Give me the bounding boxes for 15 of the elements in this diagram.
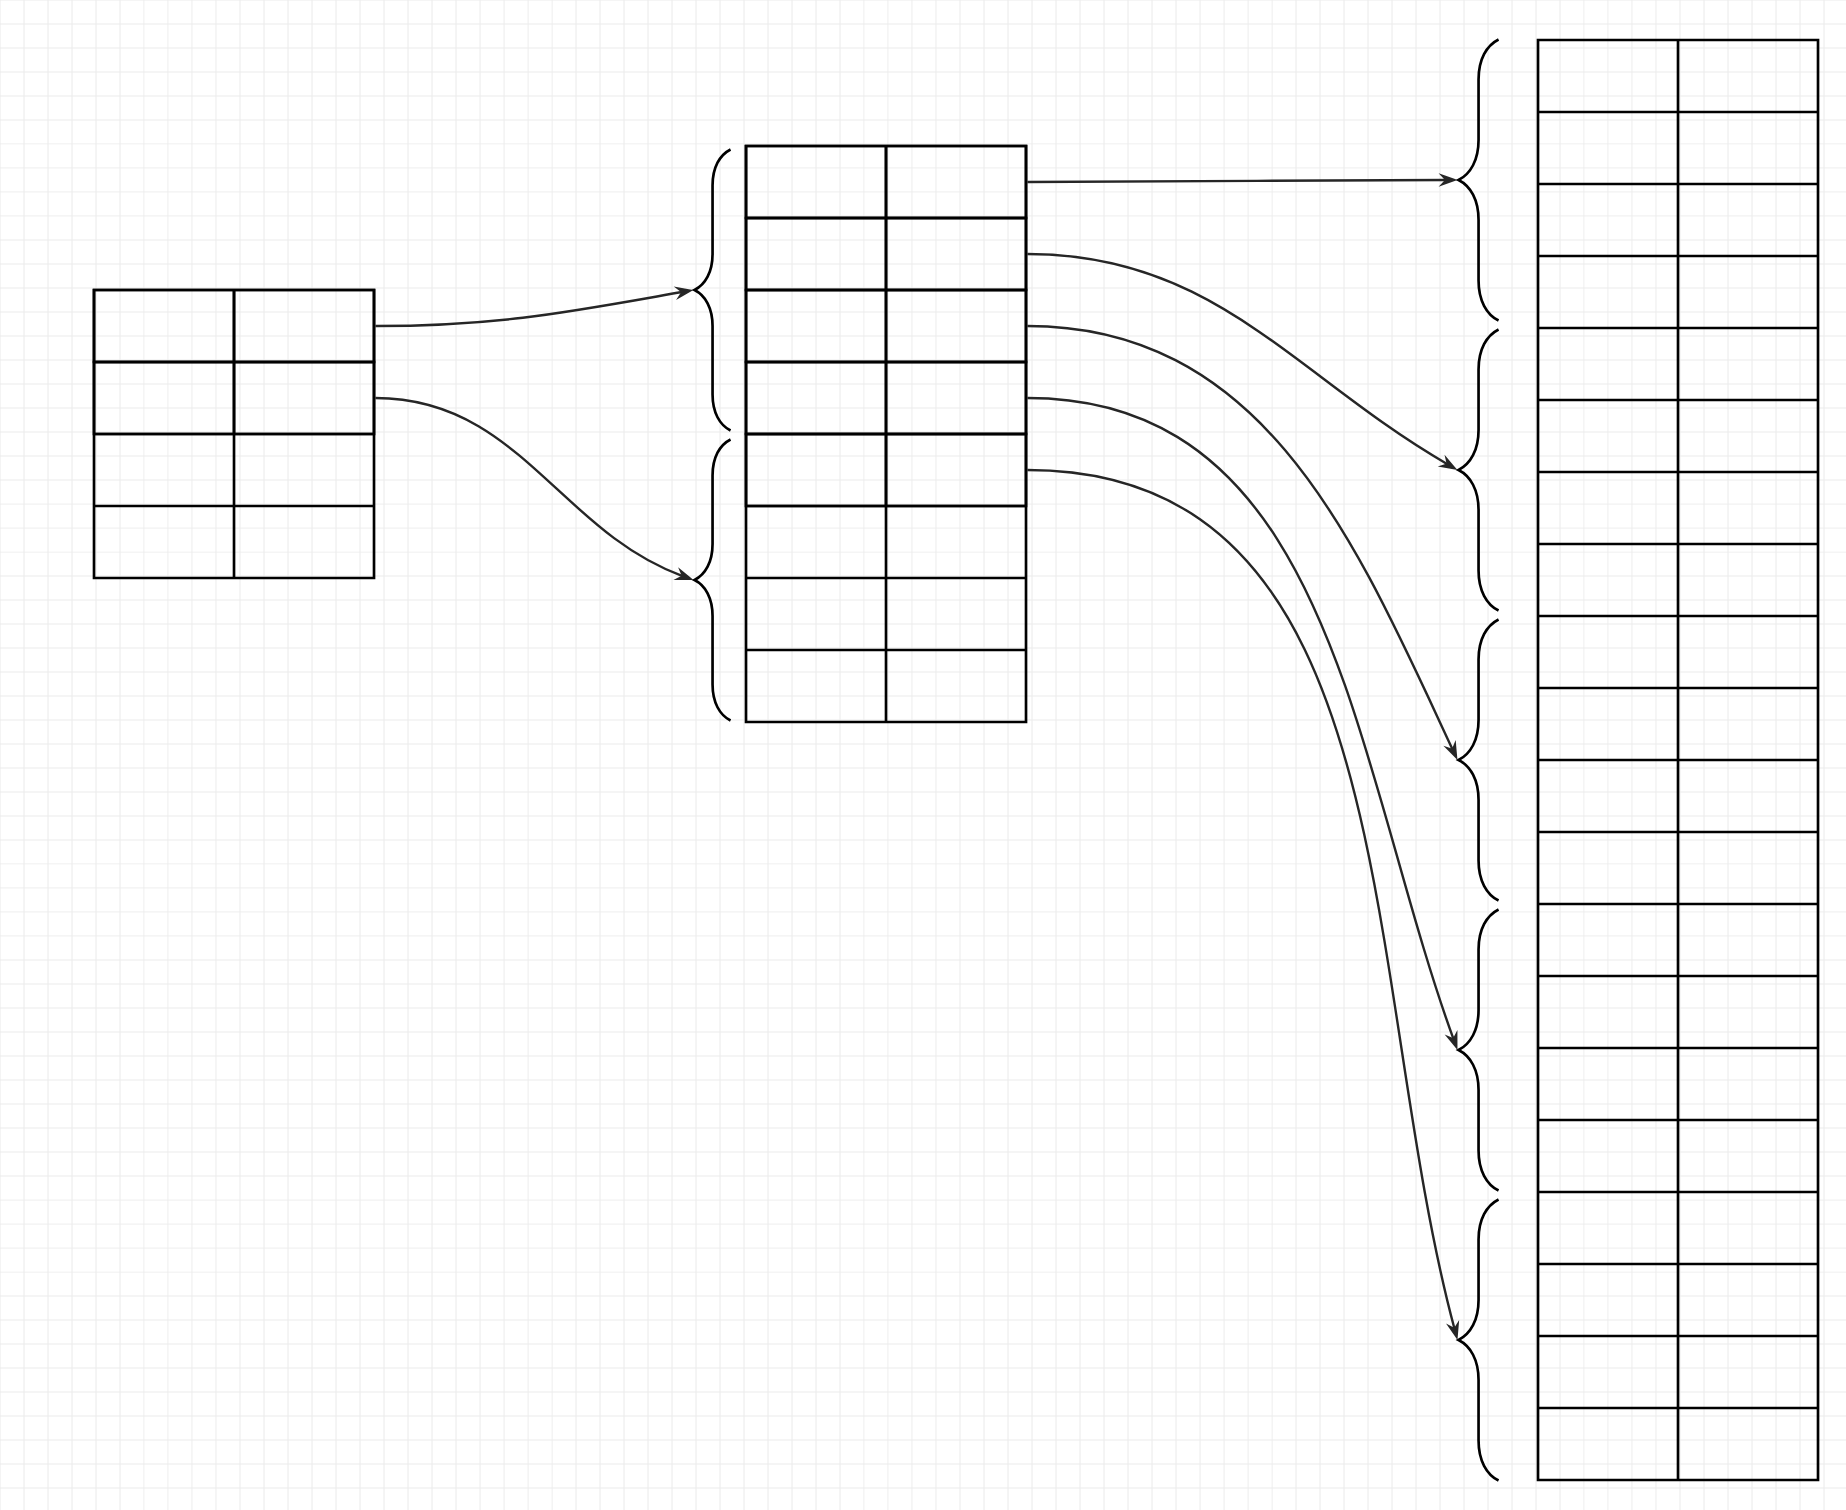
curly-brace [693, 438, 732, 722]
table-row [744, 360, 1028, 436]
table-row [744, 288, 1028, 364]
curly-brace [693, 148, 732, 432]
curly-brace [1457, 1198, 1500, 1482]
table-row [744, 432, 1028, 508]
curly-brace [1457, 618, 1500, 902]
table [1536, 38, 1820, 1482]
table-row [92, 360, 376, 436]
table-row [744, 216, 1028, 292]
table-row [92, 288, 376, 364]
curly-brace [1457, 908, 1500, 1192]
table-row [744, 144, 1028, 220]
curly-brace [1457, 38, 1500, 322]
curly-brace [1457, 328, 1500, 612]
